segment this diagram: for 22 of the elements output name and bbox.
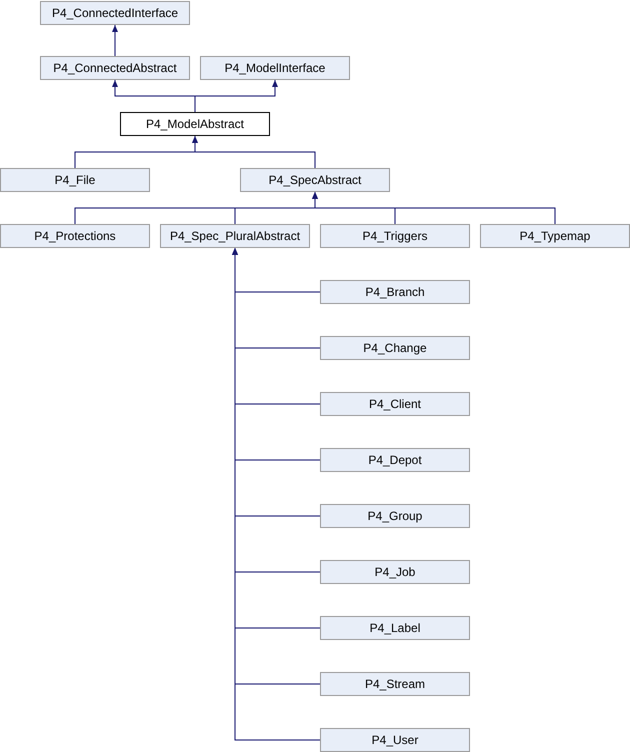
class-box: P4_User <box>320 728 470 752</box>
class-box: P4_File <box>0 168 150 192</box>
class-box: P4_Branch <box>320 280 470 304</box>
class-box: P4_ConnectedAbstract <box>40 56 190 80</box>
class-box: P4_ModelAbstract <box>120 112 270 136</box>
class-box: P4_ModelInterface <box>200 56 350 80</box>
class-box: P4_Change <box>320 336 470 360</box>
class-box: P4_ConnectedInterface <box>40 1 190 25</box>
class-box: P4_Client <box>320 392 470 416</box>
inheritance-arrow <box>312 192 556 224</box>
class-box: P4_SpecAbstract <box>240 168 390 192</box>
class-box: P4_Group <box>320 504 470 528</box>
class-box: P4_Spec_PluralAbstract <box>160 224 310 248</box>
class-box: P4_Job <box>320 560 470 584</box>
class-box: P4_Typemap <box>480 224 630 248</box>
class-box: P4_Label <box>320 616 470 640</box>
class-box: P4_Depot <box>320 448 470 472</box>
class-box: P4_Protections <box>0 224 150 248</box>
inheritance-arrow <box>112 24 118 56</box>
inheritance-arrow <box>192 136 316 168</box>
class-box: P4_Triggers <box>320 224 470 248</box>
class-box: P4_Stream <box>320 672 470 696</box>
